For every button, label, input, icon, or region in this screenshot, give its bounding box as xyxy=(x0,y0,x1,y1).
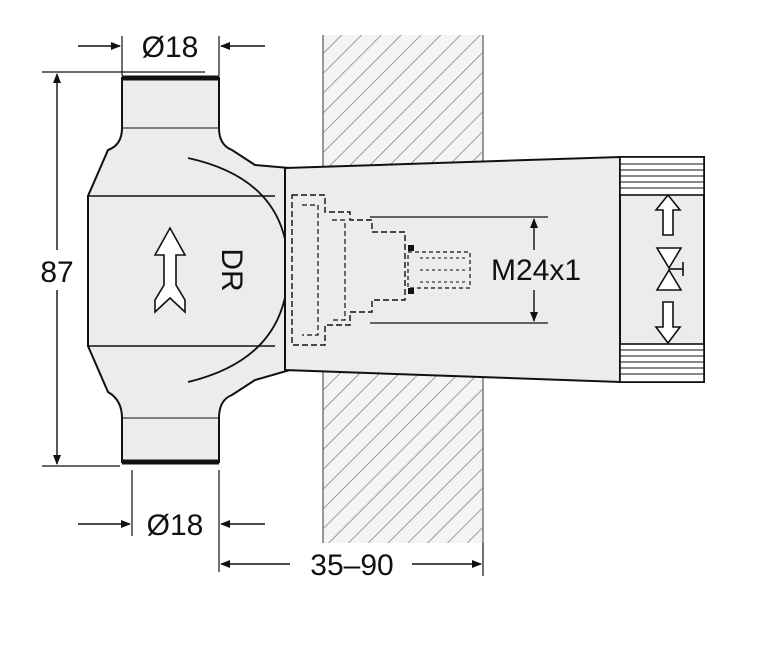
valve-symbol-icon xyxy=(655,247,684,291)
thread-label: M24x1 xyxy=(491,254,581,287)
wall-depth-dimension xyxy=(220,543,484,576)
height-label: 87 xyxy=(40,256,73,289)
cap-nut xyxy=(619,156,705,383)
close-arrow-icon xyxy=(654,301,682,345)
flow-direction-arrow xyxy=(153,226,187,314)
valve-marking: DR xyxy=(215,248,248,291)
open-arrow-icon xyxy=(654,193,682,236)
height-dimension xyxy=(42,71,205,467)
bottom-diameter-label: Ø18 xyxy=(147,509,204,542)
valve-body xyxy=(87,75,291,465)
bottom-diameter-dimension xyxy=(78,470,265,572)
thread-dimension xyxy=(370,216,548,324)
extension-housing xyxy=(284,155,621,384)
top-diameter-dimension xyxy=(78,36,265,76)
top-diameter-label: Ø18 xyxy=(142,31,199,64)
wall-depth-label: 35–90 xyxy=(310,549,393,582)
